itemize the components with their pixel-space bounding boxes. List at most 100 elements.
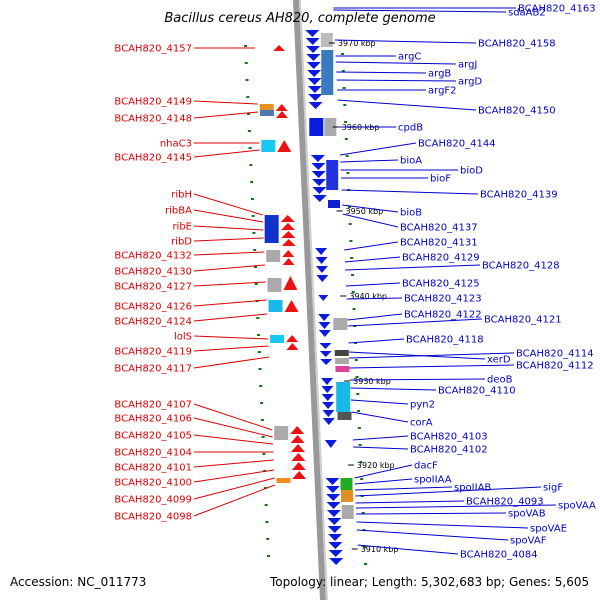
gene-label[interactable]: deoB [487,375,513,386]
gene-connector [347,318,483,327]
gene-label[interactable]: BCAH820_4099 [114,495,192,506]
gene-label[interactable]: BCAH820_4100 [114,478,192,489]
gene-arrow [322,418,335,425]
gene-box [320,33,333,47]
ruler-label: 3910 kbp [361,545,399,554]
gene-label[interactable]: BCAH820_4139 [480,190,558,201]
track-tick [251,215,255,217]
gene-label[interactable]: BCAH820_4144 [418,139,496,150]
gene-label[interactable]: BCAH820_4110 [438,386,516,397]
gene-label[interactable]: BCAH820_4127 [114,282,192,293]
gene-label[interactable]: BCAH820_4132 [114,251,192,262]
gene-label[interactable]: spoVAB [508,509,546,520]
gene-label[interactable]: BCAH820_4123 [404,294,482,305]
gene-arrow [319,343,332,349]
gene-label[interactable]: nhaC3 [160,139,192,150]
gene-label[interactable]: BCAH820_4145 [114,153,192,164]
gene-label[interactable]: BCAH820_4130 [114,267,192,278]
gene-label[interactable]: BCAH820_4107 [114,400,192,411]
gene-label[interactable]: BCAH820_4104 [114,448,192,459]
gene-connector [346,297,403,300]
gene-label[interactable]: argJ [458,60,477,71]
track-tick [354,342,358,344]
gene-label[interactable]: bioF [430,174,451,185]
gene-label[interactable]: BCAH820_4114 [516,349,594,360]
gene-label[interactable]: BCAH820_4102 [410,445,488,456]
gene-arrow [325,486,340,493]
gene-label[interactable]: BCAH820_4149 [114,97,192,108]
gene-label[interactable]: BCAH820_4119 [114,347,192,358]
gene-label[interactable]: xerD [487,355,511,366]
gene-label[interactable]: BCAH820_4103 [410,432,488,443]
track-tick [360,478,364,480]
gene-label[interactable]: BCAH820_4148 [114,114,192,125]
gene-label[interactable]: argB [428,69,451,80]
gene-label[interactable]: spoVAE [530,524,567,535]
track-tick [361,512,365,514]
gene-label[interactable]: bioB [400,208,422,219]
gene-connector [193,459,274,468]
gene-label[interactable]: cpdB [398,123,423,134]
gene-label[interactable]: sdaAB2 [508,8,546,19]
gene-label[interactable]: dacF [414,461,438,472]
gene-label[interactable]: argC [398,52,421,63]
gene-label[interactable]: BCAH820_4117 [114,364,192,375]
gene-label[interactable]: bioD [460,166,483,177]
gene-label[interactable]: BCAH820_4137 [400,223,478,234]
gene-connector [354,464,413,479]
gene-label[interactable]: ribBA [165,206,192,217]
gene-label[interactable]: BCAH820_4101 [114,463,192,474]
track-tick [244,45,248,47]
gene-connector [350,378,486,381]
gene-connector [193,313,268,322]
gene-label[interactable]: spoIIAA [414,475,452,486]
gene-arrow [305,30,320,37]
gene-label[interactable]: argF2 [428,86,457,97]
gene-label[interactable]: spoIIAB [454,483,491,494]
gene-arrow [306,54,321,61]
gene-label[interactable]: BCAH820_4131 [400,238,478,249]
gene-label[interactable]: pyn2 [410,400,435,411]
gene-arrow [328,534,343,541]
gene-label[interactable]: BCAH820_4112 [516,361,594,372]
gene-label[interactable]: ribD [171,237,192,248]
gene-label[interactable]: BCAH820_4105 [114,431,192,442]
gene-label[interactable]: BCAH820_4150 [478,106,556,117]
gene-label[interactable]: BCAH820_4157 [114,44,192,55]
gene-label[interactable]: spoVAF [510,536,547,547]
track-tick [253,249,257,251]
gene-arrow [311,163,326,170]
gene-connector [335,61,457,65]
gene-label[interactable]: BCAH820_4098 [114,512,192,523]
gene-label[interactable]: sigF [543,483,563,494]
gene-label[interactable]: ribH [171,190,192,201]
gene-label[interactable]: BCAH820_4128 [482,261,560,272]
gene-connector [333,9,507,13]
gene-connector [193,193,263,216]
gene-label[interactable]: BCAH820_4084 [460,550,538,561]
gene-label[interactable]: bioA [400,156,422,167]
gene-label[interactable]: BCAH820_4126 [114,302,192,313]
gene-label[interactable]: ribE [172,222,192,233]
gene-label[interactable]: BCAH820_4122 [404,310,482,321]
gene-label[interactable]: BCAH820_4163 [518,4,596,15]
gene-label[interactable]: argD [458,77,482,88]
gene-label[interactable]: BCAH820_4118 [406,335,484,346]
gene-label[interactable]: BCAH820_4106 [114,414,192,425]
gene-label[interactable]: BCAH820_4093 [466,497,544,508]
gene-label[interactable]: BCAH820_4125 [402,279,480,290]
gene-arrow [318,330,331,337]
gene-label[interactable]: BCAH820_4158 [478,39,556,50]
gene-arrow [290,426,305,434]
track-tick [363,546,367,548]
gene-label[interactable]: BCAH820_4124 [114,317,192,328]
gene-box [259,110,274,116]
gene-label[interactable]: spoVAA [558,501,596,512]
gene-arrow [327,526,342,533]
track-tick [250,198,254,200]
gene-label[interactable]: BCAH820_4129 [402,253,480,264]
gene-label[interactable]: corA [410,418,433,429]
gene-label[interactable]: BCAH820_4121 [484,315,562,326]
gene-label[interactable]: lolS [174,332,192,343]
gene-arrow [305,38,320,45]
